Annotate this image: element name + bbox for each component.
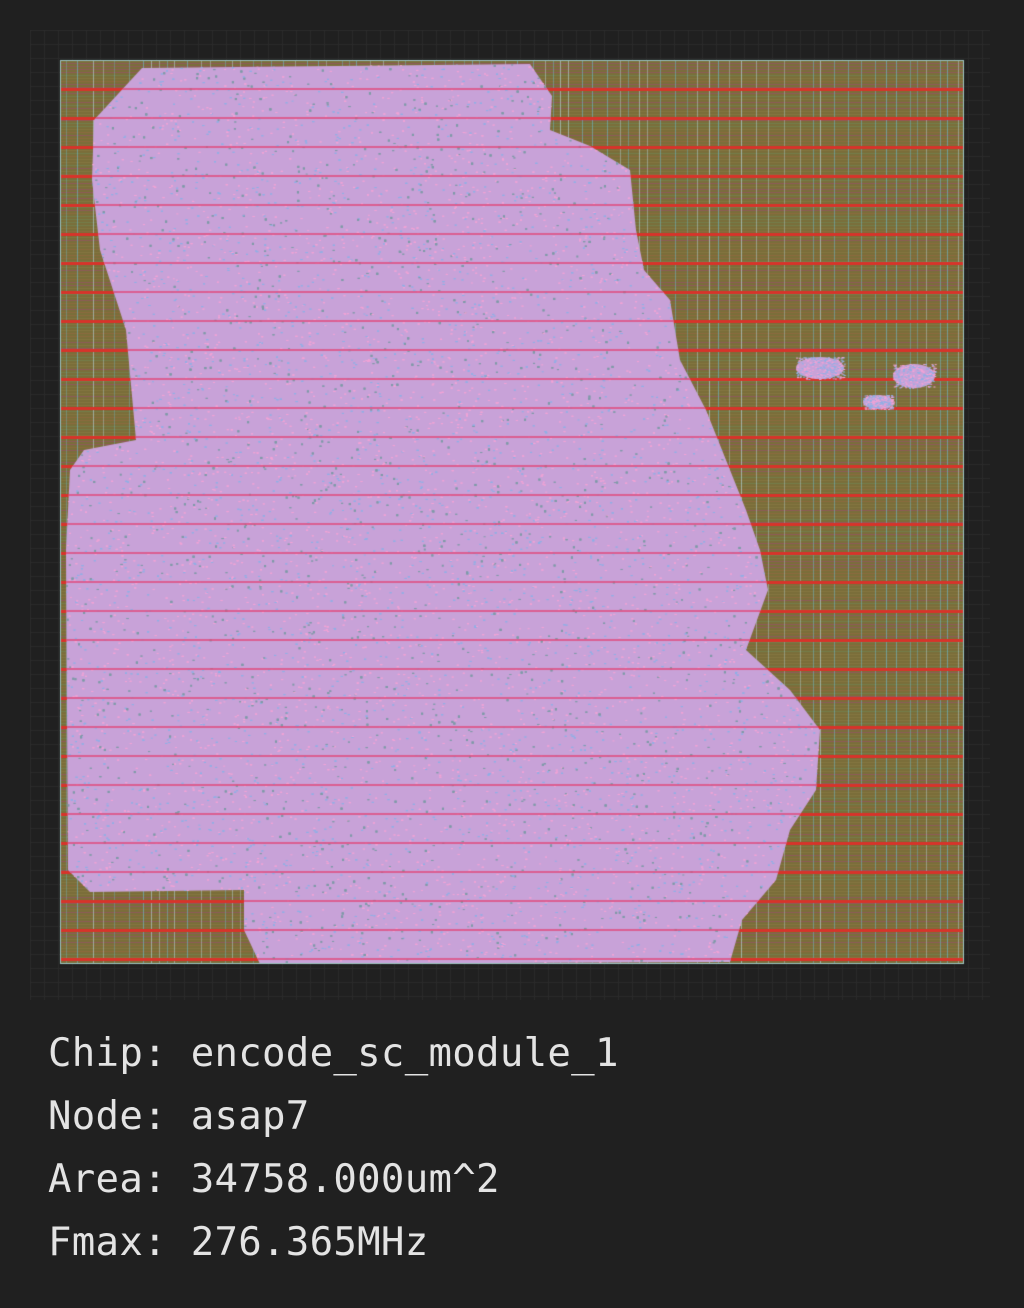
fmax-label: Fmax:	[48, 1220, 191, 1265]
area-label: Area:	[48, 1157, 191, 1202]
node-line: Node: asap7	[48, 1085, 988, 1148]
area-value: 34758.000um^2	[190, 1157, 500, 1202]
chip-name-label: Chip:	[48, 1031, 191, 1076]
fmax-line: Fmax: 276.365MHz	[48, 1211, 988, 1274]
chip-name-value: encode_sc_module_1	[190, 1031, 619, 1076]
chip-name-line: Chip: encode_sc_module_1	[48, 1022, 988, 1085]
node-value: asap7	[190, 1094, 310, 1139]
fmax-value: 276.365MHz	[190, 1220, 429, 1265]
node-label: Node:	[48, 1094, 191, 1139]
chip-info-panel: Chip: encode_sc_module_1 Node: asap7 Are…	[48, 1022, 988, 1274]
chip-layout-render	[30, 30, 990, 1000]
area-line: Area: 34758.000um^2	[48, 1148, 988, 1211]
